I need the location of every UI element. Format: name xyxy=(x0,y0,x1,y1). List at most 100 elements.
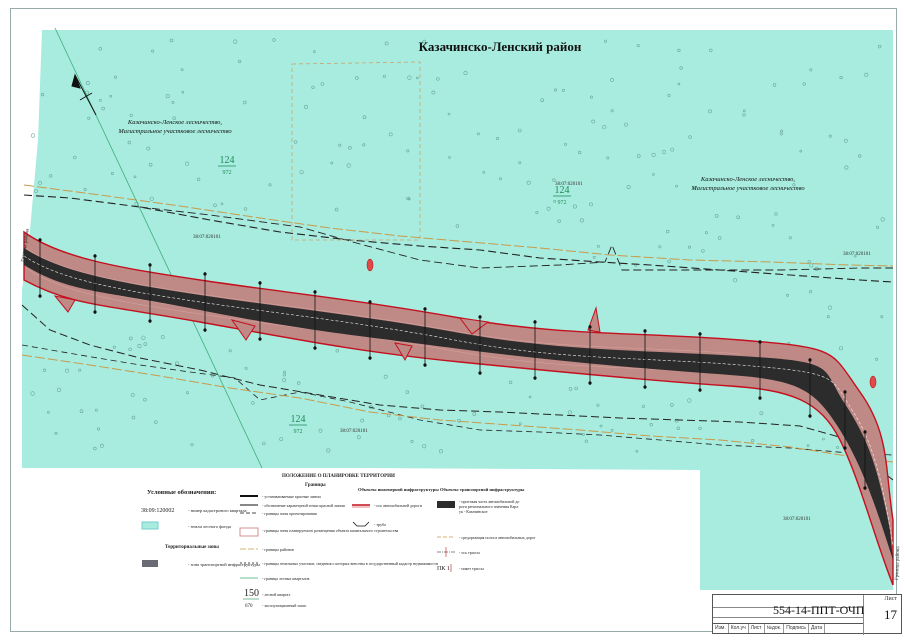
red-line-point xyxy=(698,332,702,336)
forest-symbol xyxy=(679,66,683,70)
forest-symbol xyxy=(827,305,833,310)
red-line-point xyxy=(643,329,647,333)
forest-symbol xyxy=(828,134,832,138)
svg-text:124: 124 xyxy=(291,414,306,425)
forest-symbol xyxy=(220,202,224,206)
forest-symbol xyxy=(128,347,132,351)
legend-section2-title: ПОЛОЖЕНИЕ О ПЛАНИРОВКЕ ТЕРРИТОРИИ xyxy=(282,474,395,479)
forest-symbol xyxy=(553,88,557,92)
sheet-number: 17 xyxy=(884,607,897,622)
forest-symbol xyxy=(282,378,287,383)
forest-symbol xyxy=(652,173,655,176)
forest-symbol xyxy=(880,315,884,319)
forest-symbol xyxy=(384,41,389,46)
cadastral-label-5: 38:07:020101 xyxy=(783,517,811,522)
road-zone-spur-2 xyxy=(230,319,256,341)
forest-symbol xyxy=(448,156,451,159)
forest-symbol xyxy=(130,393,135,397)
svg-text:124: 124 xyxy=(220,155,235,166)
legend-section4-title: Объекты транспортной инфраструктуры xyxy=(440,487,525,492)
forest-symbol xyxy=(563,142,567,146)
document-code: 554-14-ППТ-ОЧП xyxy=(773,603,865,617)
forest-symbol xyxy=(670,403,674,407)
forest-symbol xyxy=(603,39,607,43)
forest-symbol xyxy=(658,245,662,249)
legend-forest-swatch xyxy=(141,521,159,530)
forest-symbol xyxy=(535,211,539,215)
forest-symbol xyxy=(143,342,148,346)
forest-symbol xyxy=(172,116,176,120)
forest-symbol xyxy=(709,48,713,52)
forest-symbol xyxy=(190,443,194,447)
forest-symbol xyxy=(388,132,393,137)
forest-symbol xyxy=(410,439,414,443)
forest-symbol xyxy=(355,76,359,80)
forest-symbol xyxy=(596,403,600,407)
forest-symbol xyxy=(360,418,365,423)
forest-symbol xyxy=(97,427,101,431)
forest-symbol xyxy=(95,408,98,412)
zone-hatch-line xyxy=(25,247,741,355)
forest-symbol xyxy=(838,346,843,351)
forest-symbol xyxy=(293,140,298,144)
forest-quarter-boundary-lower xyxy=(21,344,894,456)
forest-symbol xyxy=(101,106,105,111)
forest-symbol xyxy=(635,449,639,453)
forest-symbol xyxy=(160,335,165,339)
forest-symbol xyxy=(133,175,137,179)
forest-symbol xyxy=(472,412,477,416)
forest-symbol xyxy=(398,416,402,421)
forest-symbol xyxy=(49,174,53,178)
legend-picket: - пикет трассы xyxy=(459,566,484,571)
forest-symbol xyxy=(482,171,486,174)
forest-symbol xyxy=(780,129,784,133)
red-line-point xyxy=(258,337,262,341)
forest-symbol xyxy=(407,197,411,201)
column-sheet: Лист xyxy=(749,624,765,633)
forest-symbol xyxy=(552,178,556,182)
forest-symbol xyxy=(701,249,705,253)
forestry-label-right: Казачинско-Ленское лесничество,Магистрал… xyxy=(690,176,805,192)
forest-symbol xyxy=(759,411,764,416)
red-line-point xyxy=(38,294,42,298)
legend: Условные обозначения: 38:09:120002 - ном… xyxy=(141,474,536,609)
forest-symbol xyxy=(636,154,641,158)
forest-symbol xyxy=(171,101,175,104)
forest-symbol xyxy=(165,94,170,99)
forest-symbol xyxy=(283,370,287,374)
forest-symbol xyxy=(38,180,42,185)
forest-symbol xyxy=(131,415,136,420)
forest-symbol xyxy=(844,138,848,143)
legend-reserve-text: - эксплуатационный запас xyxy=(262,603,307,608)
legend-transport-zone-text: - зона транспортной инфраструктуры xyxy=(188,562,260,567)
forest-symbol xyxy=(181,90,185,94)
forest-symbol xyxy=(808,290,813,294)
forest-symbol xyxy=(675,184,678,188)
forest-symbol xyxy=(667,93,671,97)
red-line-point xyxy=(588,325,592,329)
red-line-point xyxy=(148,319,152,323)
forest-symbol xyxy=(405,390,410,394)
forest-symbol xyxy=(670,147,675,152)
forest-quarter-3: 124 972 xyxy=(289,414,307,435)
forest-symbol xyxy=(330,161,334,165)
forest-symbol xyxy=(687,245,691,249)
forest-symbol xyxy=(641,404,646,408)
forest-symbol xyxy=(98,99,102,102)
red-line-point xyxy=(698,388,702,392)
legend-cadastral-text: - номер кадастрового квартала xyxy=(188,508,247,513)
red-line-point xyxy=(758,396,762,400)
sheet-label: Лист xyxy=(884,596,897,602)
forest-symbol xyxy=(649,423,653,427)
red-line-point xyxy=(808,414,812,418)
forest-symbol xyxy=(624,122,628,127)
forest-symbol xyxy=(406,149,410,153)
forest-symbol xyxy=(137,343,142,348)
red-line-point xyxy=(643,385,647,389)
forest-symbol xyxy=(610,428,614,432)
forest-symbol xyxy=(213,203,217,208)
forest-symbol xyxy=(85,81,90,86)
forest-symbol xyxy=(626,185,631,190)
red-line-point xyxy=(863,430,867,434)
